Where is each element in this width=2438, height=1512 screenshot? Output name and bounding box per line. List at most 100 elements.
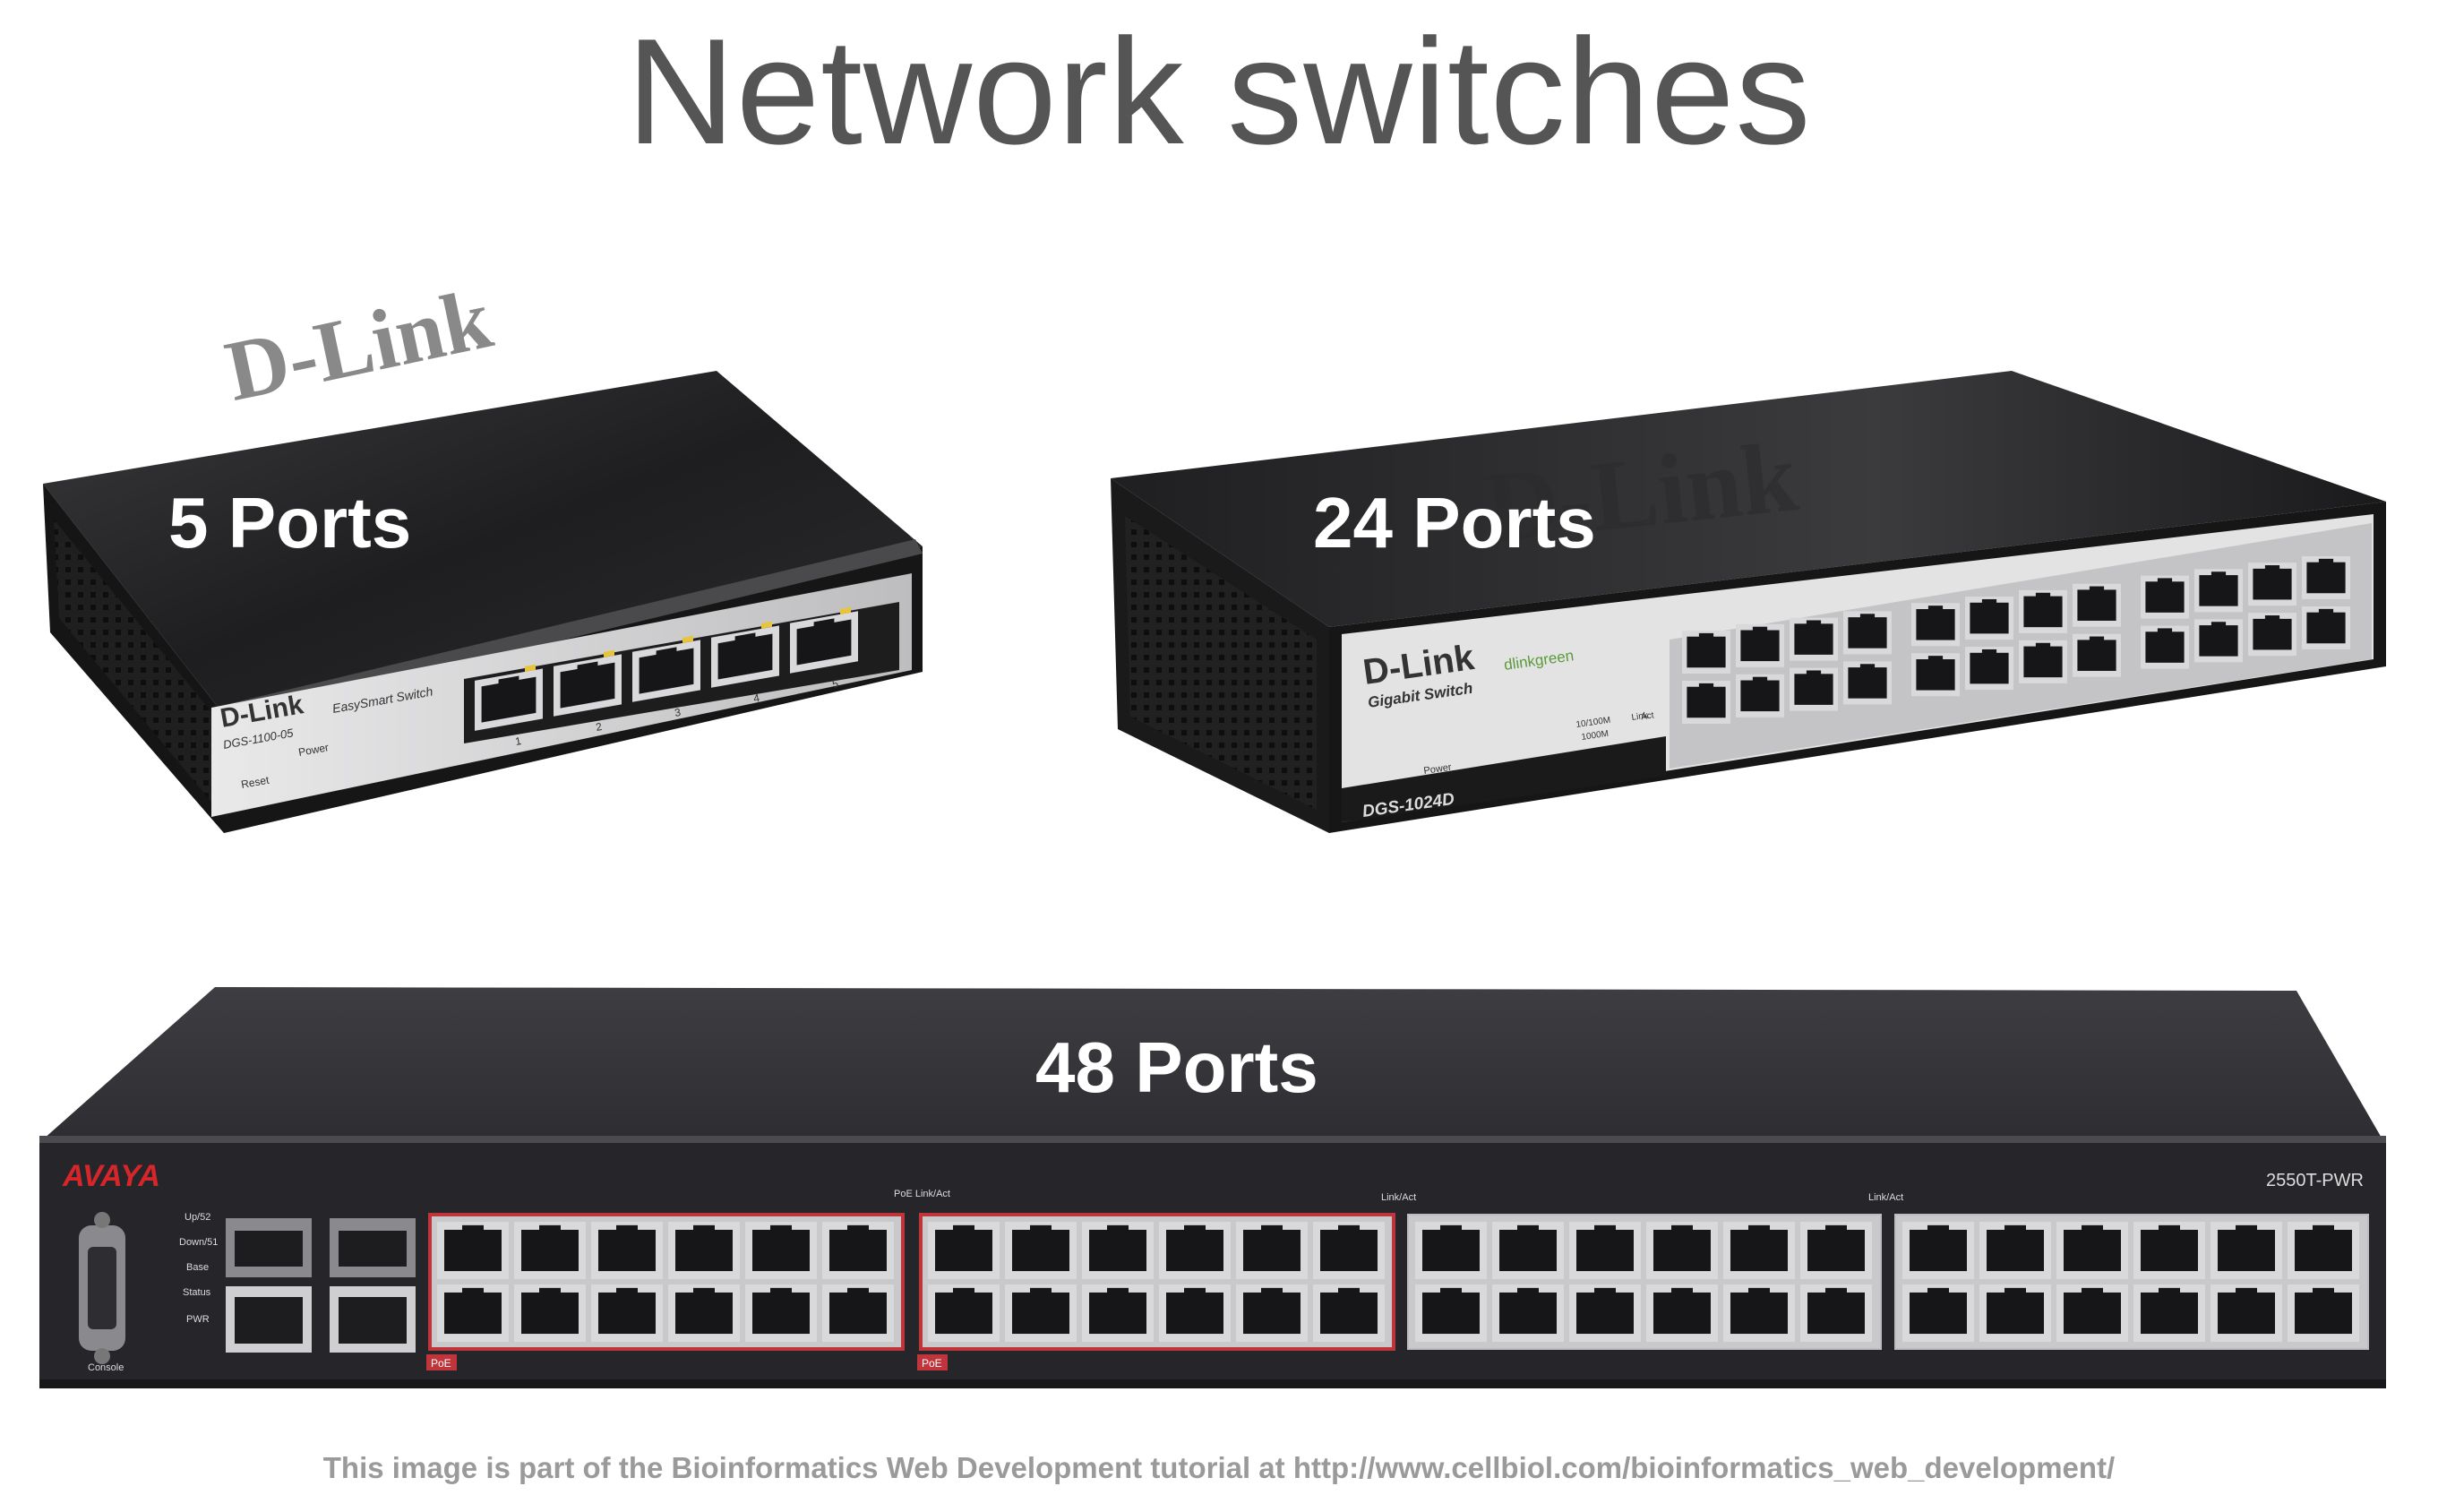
ethernet-port <box>2073 633 2121 677</box>
ethernet-port <box>1736 623 1784 667</box>
ethernet-port <box>2019 640 2067 683</box>
ethernet-port <box>475 668 543 731</box>
ethernet-port <box>2133 1284 2205 1342</box>
ethernet-port <box>1979 1222 2051 1279</box>
switch-24-ports-act-label: Act <box>1640 710 1654 722</box>
ethernet-port <box>2211 1222 2282 1279</box>
port-number: 3 <box>674 706 682 719</box>
switch-48-ports-console-label: Console <box>88 1362 124 1373</box>
ethernet-port <box>1723 1284 1795 1342</box>
ethernet-port <box>1736 674 1784 717</box>
switch-48-ports-link-header-2: Link/Act <box>1381 1192 1416 1203</box>
tutorial-caption: This image is part of the Bioinformatics… <box>322 1451 2116 1484</box>
ethernet-port <box>822 1284 894 1342</box>
ethernet-port <box>928 1222 1000 1279</box>
ethernet-port <box>1646 1284 1718 1342</box>
ethernet-port <box>2248 613 2296 657</box>
switch-5-ports-power-led-label: Power <box>297 741 330 759</box>
poe-badge-2 <box>917 1354 948 1370</box>
ethernet-port <box>1492 1284 1564 1342</box>
ethernet-port <box>591 1222 663 1279</box>
label-5-ports: 5 Ports <box>168 483 412 563</box>
ethernet-port <box>2288 1222 2359 1279</box>
ethernet-port <box>668 1284 740 1342</box>
ethernet-port <box>2211 1284 2282 1342</box>
port-led <box>761 621 772 629</box>
port-led <box>682 635 693 643</box>
switch-5-ports-reset-label: Reset <box>240 774 270 791</box>
ethernet-port <box>1965 597 2013 640</box>
ethernet-port <box>1843 661 1892 705</box>
ethernet-port <box>668 1222 740 1279</box>
switch-48-ports-poe-badge-1: PoE <box>431 1357 451 1370</box>
label-48-ports: 48 Ports <box>1035 1027 1318 1107</box>
ethernet-port <box>2019 589 2067 633</box>
ethernet-port <box>632 640 700 702</box>
ethernet-port <box>1005 1284 1077 1342</box>
switch-24-ports-10-100m-label: 10/100M <box>1575 716 1611 730</box>
ethernet-port <box>1979 1284 2051 1342</box>
ethernet-port <box>1911 603 1960 647</box>
ethernet-port <box>1682 681 1730 724</box>
ethernet-port <box>2073 583 2121 627</box>
switch-48-ports-poe-badge-2: PoE <box>922 1357 942 1370</box>
svg-text:D-Link: D-Link <box>218 270 500 419</box>
ethernet-port <box>1492 1222 1564 1279</box>
ethernet-port <box>745 1284 817 1342</box>
port-led <box>604 649 614 657</box>
ethernet-port <box>2056 1284 2128 1342</box>
ethernet-port <box>2302 606 2350 649</box>
ethernet-port <box>1569 1222 1641 1279</box>
ethernet-port <box>437 1284 509 1342</box>
switch-48-ports-base-label: Base <box>186 1262 209 1273</box>
switch-48-ports-model: 2550T-PWR <box>2266 1171 2364 1190</box>
ethernet-port <box>1843 611 1892 655</box>
switch-24-ports-link-label: Link <box>1631 710 1650 723</box>
ethernet-port <box>1902 1284 1974 1342</box>
switch-48-ports-down-label: Down/51 <box>179 1237 218 1248</box>
ethernet-port <box>1005 1222 1077 1279</box>
ethernet-port <box>1790 617 1838 661</box>
ethernet-port <box>1313 1284 1385 1342</box>
ethernet-port <box>2141 625 2189 669</box>
ethernet-port <box>790 611 858 674</box>
ethernet-port <box>928 1284 1000 1342</box>
ethernet-port <box>2288 1284 2359 1342</box>
switch-48-ports-status-label: Status <box>183 1287 211 1298</box>
port-number: 1 <box>514 735 522 748</box>
switch-48-ports-link-header-3: Link/Act <box>1868 1192 1903 1203</box>
ethernet-port <box>2194 619 2243 663</box>
switch-48-ports-poe-header: PoE Link/Act <box>894 1189 950 1199</box>
ethernet-port <box>554 654 622 717</box>
port-led <box>525 664 536 672</box>
ethernet-port <box>1911 653 1960 697</box>
ethernet-port <box>1415 1284 1487 1342</box>
switch-24-ports-port-block <box>1682 555 2350 724</box>
ethernet-port <box>1159 1284 1231 1342</box>
ethernet-port <box>2141 575 2189 619</box>
ethernet-port <box>711 625 779 688</box>
ethernet-port <box>2248 563 2296 606</box>
ethernet-port <box>1082 1222 1154 1279</box>
ethernet-port <box>1415 1222 1487 1279</box>
ethernet-port <box>1569 1284 1641 1342</box>
ethernet-port <box>514 1222 586 1279</box>
port-number: 4 <box>752 692 760 705</box>
ethernet-port <box>1236 1284 1308 1342</box>
ethernet-port <box>1313 1222 1385 1279</box>
ethernet-port <box>2056 1222 2128 1279</box>
ethernet-port <box>1902 1222 1974 1279</box>
switch-5-ports-port-block <box>475 606 858 731</box>
ethernet-port <box>1236 1222 1308 1279</box>
port-number: 5 <box>831 677 839 691</box>
ethernet-port <box>591 1284 663 1342</box>
ethernet-port <box>2133 1222 2205 1279</box>
switch-48-ports-port-block <box>428 1213 2369 1351</box>
label-24-ports: 24 Ports <box>1313 483 1596 563</box>
ethernet-port <box>2302 555 2350 599</box>
poe-badge-1 <box>426 1354 457 1370</box>
ethernet-port <box>1800 1284 1872 1342</box>
ethernet-port <box>1723 1222 1795 1279</box>
switch-24-ports-power-label: Power <box>1423 762 1453 777</box>
